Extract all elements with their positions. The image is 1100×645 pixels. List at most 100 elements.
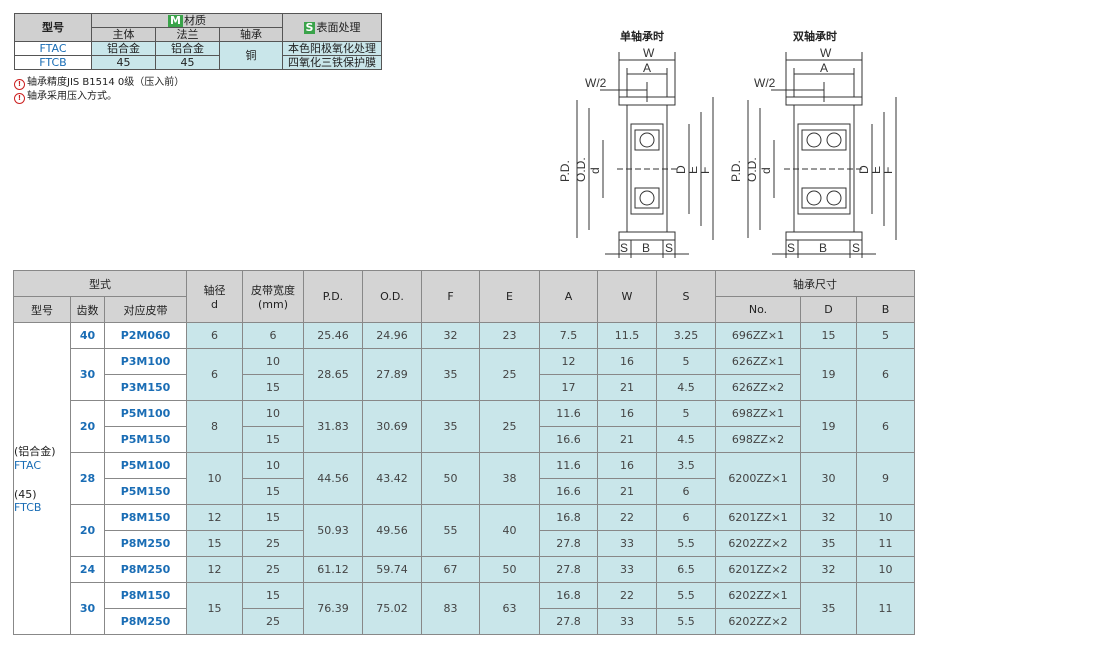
table-row: 30 P8M150 15 15 76.39 75.02 83 63 16.8 2… bbox=[14, 582, 915, 635]
w-cell: 16 bbox=[597, 452, 657, 479]
a-cell: 17 bbox=[539, 374, 598, 401]
belt-width-cell: 10 bbox=[242, 348, 304, 375]
double-bearing-drawing: W A W/2 P.D. O.D. d D E F S B S bbox=[729, 46, 897, 258]
dim-label-E: E bbox=[869, 166, 883, 174]
od-cell: 30.69 bbox=[362, 400, 422, 453]
s-cell: 3.25 bbox=[656, 322, 716, 349]
pd-cell: 50.93 bbox=[303, 504, 363, 557]
shaft-cell: 10 bbox=[186, 452, 243, 505]
table-row: 20 P8M150 12 15 50.93 49.56 55 40 16.8 2… bbox=[14, 504, 915, 557]
belt-width-cell: 15 bbox=[242, 504, 304, 531]
note-item: !轴承精度JIS B1514 0级（压入前） bbox=[14, 76, 184, 90]
shaft-cell: 15 bbox=[186, 530, 243, 557]
dim-label-F: F bbox=[698, 167, 712, 174]
teeth-cell: 24 bbox=[70, 556, 105, 583]
table-row: P5M150 15 16.6 21 6 bbox=[14, 478, 915, 505]
dim-label-a: A bbox=[643, 61, 651, 75]
belt-cell: P8M150 bbox=[104, 582, 187, 609]
bearing-no-cell: 6202ZZ×2 bbox=[715, 530, 801, 557]
header-a: A bbox=[539, 270, 598, 323]
double-bearing-title: 双轴承时 bbox=[793, 30, 837, 43]
s-cell: 5.5 bbox=[656, 582, 716, 609]
header-flange: 法兰 bbox=[155, 27, 220, 42]
material-row-surface: 本色阳极氧化处理 bbox=[282, 41, 382, 56]
s-cell: 5 bbox=[656, 400, 716, 427]
dim-label-s: S bbox=[787, 241, 795, 255]
header-type: 型式 bbox=[13, 270, 187, 297]
header-pd: P.D. bbox=[303, 270, 363, 323]
od-cell: 49.56 bbox=[362, 504, 422, 557]
table-row: 20 P5M100 8 10 31.83 30.69 35 25 11.6 16… bbox=[14, 400, 915, 453]
bearing-no-cell: 698ZZ×2 bbox=[715, 426, 801, 453]
teeth-cell: 30 bbox=[70, 348, 105, 401]
f-cell: 55 bbox=[421, 504, 480, 557]
dim-label-a: A bbox=[820, 61, 828, 75]
pd-cell: 61.12 bbox=[303, 556, 363, 583]
header-belt-width: 皮带宽度(mm) bbox=[242, 270, 304, 323]
bearing-no-cell: 6202ZZ×1 bbox=[715, 582, 801, 609]
dim-label-D: D bbox=[857, 165, 871, 174]
dim-label-b: B bbox=[819, 241, 827, 255]
od-cell: 24.96 bbox=[362, 322, 422, 349]
od-cell: 59.74 bbox=[362, 556, 422, 583]
material-row-surface: 四氧化三铁保护膜 bbox=[282, 55, 382, 70]
bearing-no-cell: 6201ZZ×1 bbox=[715, 504, 801, 531]
belt-width-cell: 15 bbox=[242, 582, 304, 609]
bearing-no-cell: 6200ZZ×1 bbox=[715, 452, 801, 505]
w-cell: 11.5 bbox=[597, 322, 657, 349]
dim-label-od: O.D. bbox=[574, 157, 588, 182]
pd-cell: 28.65 bbox=[303, 348, 363, 401]
a-cell: 27.8 bbox=[539, 530, 598, 557]
table-row: 30 P3M100 6 10 28.65 27.89 35 25 12 16 5… bbox=[14, 348, 915, 401]
s-cell: 5.5 bbox=[656, 608, 716, 635]
header-model: 型号 bbox=[13, 296, 71, 323]
surface-badge: S bbox=[303, 21, 316, 34]
f-cell: 35 bbox=[421, 400, 480, 453]
shaft-cell: 12 bbox=[186, 504, 243, 531]
dim-label-F: F bbox=[881, 167, 895, 174]
belt-width-cell: 10 bbox=[242, 400, 304, 427]
belt-cell: P5M100 bbox=[104, 452, 187, 479]
e-cell: 50 bbox=[479, 556, 540, 583]
s-cell: 5.5 bbox=[656, 530, 716, 557]
dim-label-D: D bbox=[674, 165, 688, 174]
material-bearing-value: 铜 bbox=[219, 41, 283, 70]
bearing-d-cell: 35 bbox=[800, 530, 857, 557]
bearing-b-cell: 6 bbox=[856, 400, 915, 453]
material-row-body: 铝合金 bbox=[91, 41, 156, 56]
table-row: P3M150 15 17 21 4.5 626ZZ×2 bbox=[14, 374, 915, 401]
pd-cell: 44.56 bbox=[303, 452, 363, 505]
s-cell: 5 bbox=[656, 348, 716, 375]
w-cell: 22 bbox=[597, 504, 657, 531]
od-cell: 27.89 bbox=[362, 348, 422, 401]
bearing-no-cell: 6201ZZ×2 bbox=[715, 556, 801, 583]
belt-cell: P8M150 bbox=[104, 504, 187, 531]
bearing-b-cell: 11 bbox=[856, 582, 915, 635]
header-body: 主体 bbox=[91, 27, 156, 42]
dim-label-E: E bbox=[686, 166, 700, 174]
bearing-d-cell: 19 bbox=[800, 348, 857, 401]
e-cell: 25 bbox=[479, 400, 540, 453]
f-cell: 83 bbox=[421, 582, 480, 635]
header-s: S bbox=[656, 270, 716, 323]
shaft-cell: 15 bbox=[186, 582, 243, 635]
bearing-d-cell: 15 bbox=[800, 322, 857, 349]
bearing-b-cell: 9 bbox=[856, 452, 915, 505]
belt-cell: P2M060 bbox=[104, 322, 187, 349]
header-f: F bbox=[421, 270, 480, 323]
warning-icon: ! bbox=[14, 79, 25, 90]
a-cell: 16.6 bbox=[539, 426, 598, 453]
f-cell: 67 bbox=[421, 556, 480, 583]
header-e: E bbox=[479, 270, 540, 323]
table-row: 24 P8M250 12 25 61.12 59.74 67 50 27.8 3… bbox=[14, 556, 915, 583]
header-w: W bbox=[597, 270, 657, 323]
teeth-cell: 20 bbox=[70, 504, 105, 557]
header-od: O.D. bbox=[362, 270, 422, 323]
e-cell: 23 bbox=[479, 322, 540, 349]
bearing-no-cell: 626ZZ×1 bbox=[715, 348, 801, 375]
dim-label-b: B bbox=[642, 241, 650, 255]
s-cell: 6 bbox=[656, 478, 716, 505]
